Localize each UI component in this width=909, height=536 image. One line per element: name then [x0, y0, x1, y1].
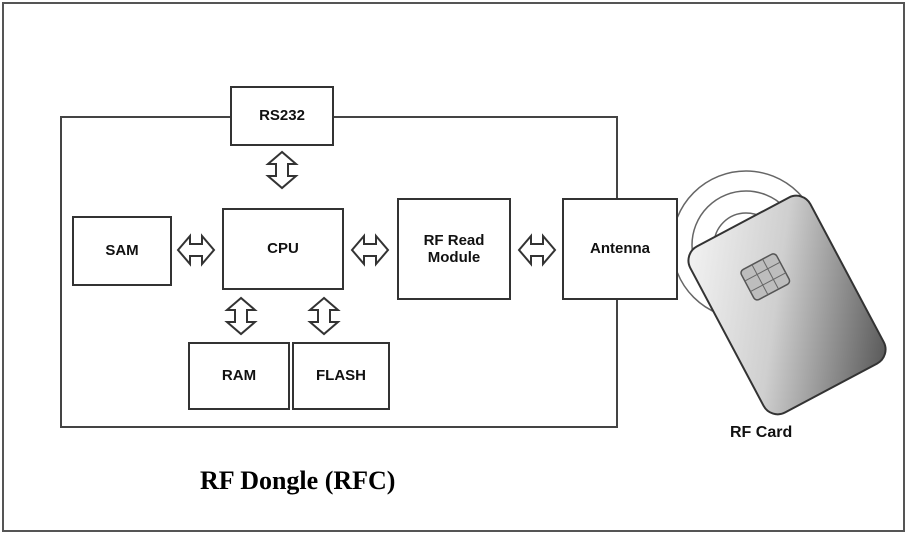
- flash-block: FLASH: [292, 342, 390, 410]
- double-arrow-icon-sam-cpu: [177, 235, 215, 265]
- rf-graphic: [671, 170, 887, 416]
- arrows-layer: [177, 151, 556, 335]
- antenna-block: Antenna: [562, 198, 678, 300]
- double-arrow-icon-cpu-ram: [226, 297, 256, 335]
- sam-label: SAM: [105, 242, 139, 260]
- rf-read-module-label-line1: RF Read: [423, 231, 485, 249]
- double-arrow-icon-cpu-flash: [309, 297, 339, 335]
- ram-block: RAM: [188, 342, 290, 410]
- rf-read-module-label-line2: Module: [427, 249, 481, 266]
- rs232-label: RS232: [259, 107, 305, 125]
- sam-block: SAM: [72, 216, 172, 286]
- chip-icon: [740, 253, 791, 301]
- rf-read-module-block: RF Read Module: [397, 198, 511, 300]
- double-arrow-icon-rf-antenna: [518, 235, 556, 265]
- cpu-block: CPU: [222, 208, 344, 290]
- antenna-label: Antenna: [590, 240, 650, 258]
- ram-label: RAM: [221, 367, 257, 385]
- diagram-caption: RF Dongle (RFC): [200, 466, 396, 495]
- double-arrow-icon-rs232-cpu: [267, 151, 297, 189]
- double-arrow-icon-cpu-rf: [351, 235, 389, 265]
- rf-card-icon: [687, 194, 887, 416]
- rs232-block: RS232: [230, 86, 334, 146]
- flash-label: FLASH: [316, 367, 366, 385]
- rf-card-label: RF Card: [730, 424, 793, 441]
- cpu-label: CPU: [267, 240, 299, 258]
